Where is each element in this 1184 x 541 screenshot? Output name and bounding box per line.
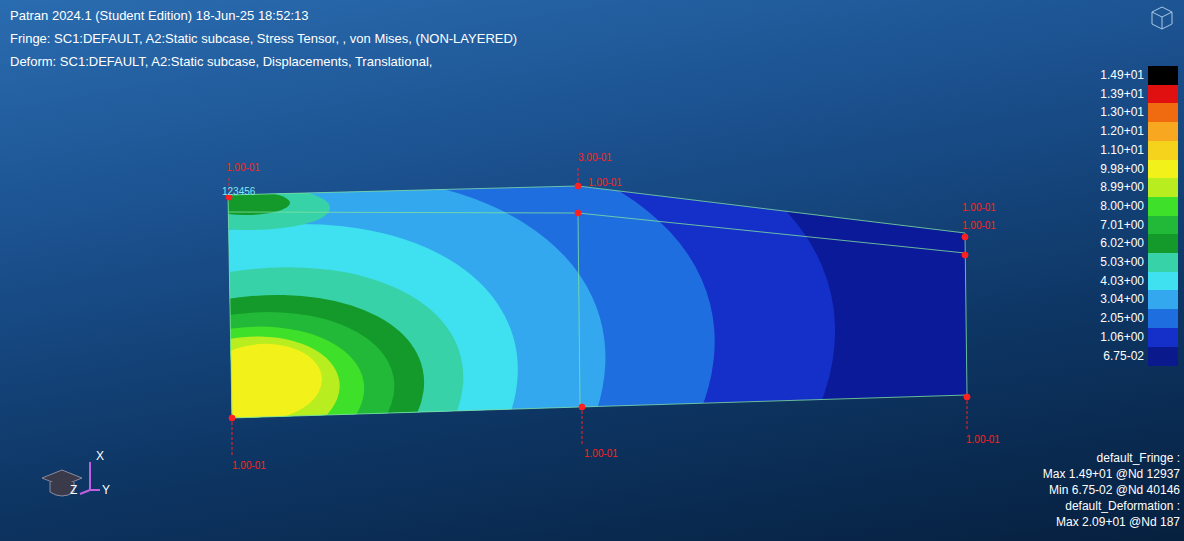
legend-value: 6.75-02	[1103, 349, 1144, 363]
color-swatch	[1148, 85, 1178, 104]
legend-row: 1.20+01	[1088, 122, 1180, 141]
legend-value: 2.05+00	[1100, 311, 1144, 325]
axis-label: Y	[102, 484, 110, 498]
legend-row: 1.06+00	[1088, 328, 1180, 347]
result-info: Min 6.75-02 @Nd 40146	[1049, 484, 1180, 498]
constraint-value: 1.00-01	[962, 220, 996, 232]
legend-value: 9.98+00	[1100, 162, 1144, 176]
header-line: Deform: SC1:DEFAULT, A2:Static subcase, …	[10, 55, 432, 70]
legend-row: 5.03+00	[1088, 253, 1180, 272]
axis-label: Z	[70, 484, 77, 498]
legend-value: 4.03+00	[1100, 274, 1144, 288]
legend-value: 8.00+00	[1100, 199, 1144, 213]
mesh-outline	[228, 186, 967, 418]
legend-row: 1.30+01	[1088, 103, 1180, 122]
legend-value: 1.30+01	[1100, 105, 1144, 119]
legend-row: 1.10+01	[1088, 141, 1180, 160]
result-info: default_Fringe :	[1097, 452, 1180, 466]
constraint-markers	[226, 168, 970, 456]
legend-value: 1.49+01	[1100, 68, 1144, 82]
result-info: Max 1.49+01 @Nd 12937	[1043, 468, 1180, 482]
legend-value: 6.02+00	[1100, 236, 1144, 250]
view-icon	[1152, 7, 1172, 29]
legend-row: 2.05+00	[1088, 309, 1180, 328]
color-swatch	[1148, 234, 1178, 253]
constraint-value: 1.00-01	[232, 460, 266, 472]
axis-label: X	[96, 450, 104, 464]
color-swatch	[1148, 290, 1178, 309]
legend-value: 8.99+00	[1100, 180, 1144, 194]
legend-value: 1.20+01	[1100, 124, 1144, 138]
stress-contour	[0, 0, 1000, 541]
legend-value: 1.06+00	[1100, 330, 1144, 344]
legend-row: 1.39+01	[1088, 85, 1180, 104]
color-swatch	[1148, 66, 1178, 85]
legend-row: 8.99+00	[1088, 178, 1180, 197]
legend-row: 6.02+00	[1088, 234, 1180, 253]
header-line: Fringe: SC1:DEFAULT, A2:Static subcase, …	[10, 32, 517, 47]
color-swatch	[1148, 328, 1178, 347]
color-swatch	[1148, 178, 1178, 197]
color-swatch	[1148, 309, 1178, 328]
legend-row: 8.00+00	[1088, 197, 1180, 216]
color-swatch	[1148, 347, 1178, 366]
color-swatch	[1148, 253, 1178, 272]
legend-value: 7.01+00	[1100, 218, 1144, 232]
legend-value: 5.03+00	[1100, 255, 1144, 269]
color-swatch	[1148, 272, 1178, 291]
color-swatch	[1148, 160, 1178, 179]
constraint-value: 3.00-01	[578, 152, 612, 164]
constraint-value: 1.00-01	[588, 177, 622, 189]
color-swatch	[1148, 122, 1178, 141]
constraint-value: 1.00-01	[966, 434, 1000, 446]
dof-label: 123456	[222, 186, 255, 198]
color-swatch	[1148, 197, 1178, 216]
header-line: Patran 2024.1 (Student Edition) 18-Jun-2…	[10, 9, 309, 24]
color-swatch	[1148, 216, 1178, 235]
legend-value: 3.04+00	[1100, 292, 1144, 306]
result-info: default_Deformation :	[1065, 500, 1180, 514]
legend-row: 6.75-02	[1088, 347, 1180, 366]
legend-row: 7.01+00	[1088, 216, 1180, 235]
legend-row: 3.04+00	[1088, 290, 1180, 309]
legend-row: 4.03+00	[1088, 272, 1180, 291]
constraint-value: 1.00-01	[226, 162, 260, 174]
color-swatch	[1148, 141, 1178, 160]
legend-row: 9.98+00	[1088, 160, 1180, 179]
result-info: Max 2.09+01 @Nd 187	[1056, 516, 1180, 530]
legend-row: 1.49+01	[1088, 66, 1180, 85]
constraint-value: 1.00-01	[584, 448, 618, 460]
legend-value: 1.10+01	[1100, 143, 1144, 157]
legend-value: 1.39+01	[1100, 87, 1144, 101]
constraint-value: 1.00-01	[962, 202, 996, 214]
color-swatch	[1148, 103, 1178, 122]
